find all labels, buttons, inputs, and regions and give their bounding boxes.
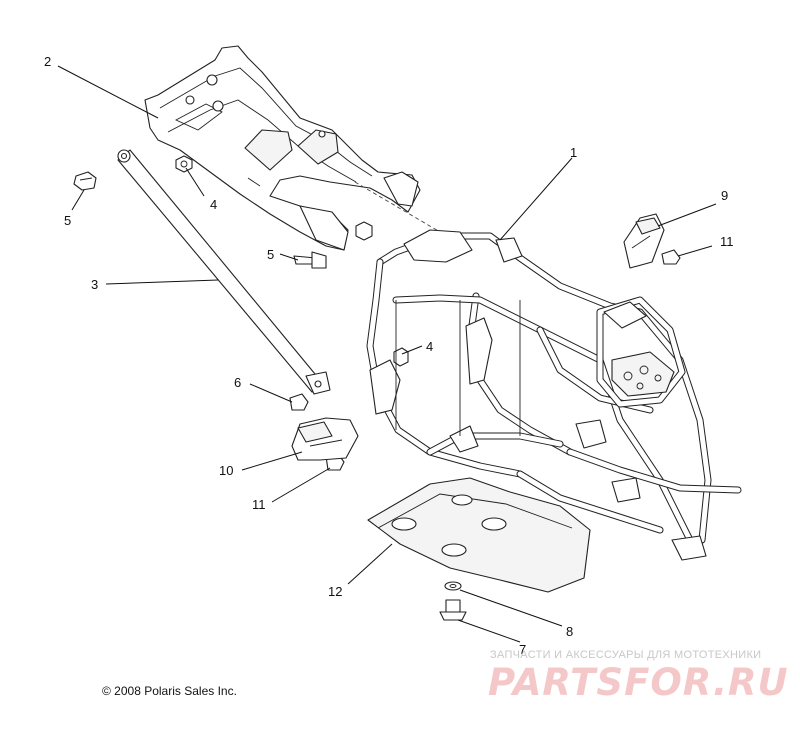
callout-labels: 1 2 3 4 4 5 5 6 7 8 9 10 11 11 12	[44, 54, 734, 657]
nut-4-top	[175, 155, 193, 173]
callout-9: 9	[721, 188, 728, 203]
callout-8: 8	[566, 624, 573, 639]
callout-4-frame: 4	[426, 339, 433, 354]
callout-2: 2	[44, 54, 51, 69]
watermark-tagline: ЗАПЧАСТИ И АКСЕССУАРЫ ДЛЯ МОТОТЕХНИКИ	[490, 649, 762, 661]
leader-11b	[271, 467, 331, 503]
callout-3: 3	[91, 277, 98, 292]
copyright-text: © 2008 Polaris Sales Inc.	[102, 684, 237, 698]
pin-7	[439, 599, 467, 621]
callout-10: 10	[219, 463, 233, 478]
washer-8	[444, 581, 462, 591]
callout-12: 12	[328, 584, 342, 599]
callout-5-center: 5	[267, 247, 274, 262]
leader-9	[657, 203, 717, 227]
leader-1	[499, 157, 573, 241]
footrest-bracket-9	[623, 213, 665, 269]
leader-4a	[185, 167, 205, 197]
callout-11-right: 11	[720, 234, 734, 249]
leader-7	[457, 619, 521, 643]
rear-subframe-part	[144, 45, 441, 251]
leader-3	[105, 279, 219, 285]
callout-1: 1	[570, 145, 577, 160]
bolt-5-center	[293, 251, 327, 269]
leader-2	[57, 65, 159, 119]
leader-10	[241, 451, 303, 471]
callout-4-top: 4	[210, 197, 217, 212]
skid-plate-12	[367, 477, 591, 593]
main-frame-1	[366, 229, 742, 561]
leader-5a	[71, 189, 85, 211]
watermark-logo: PARTSFOR.RU	[488, 661, 789, 704]
leader-12	[347, 543, 393, 585]
callout-6: 6	[234, 375, 241, 390]
leader-lines	[57, 65, 717, 643]
callout-5-left: 5	[64, 213, 71, 228]
nut-4-right	[355, 221, 373, 241]
footrest-bracket-10	[291, 417, 359, 461]
tie-rod-part	[117, 149, 331, 395]
leader-4b	[401, 345, 423, 355]
bolt-11-right	[661, 249, 681, 265]
leader-11a	[677, 245, 713, 257]
callout-11-left: 11	[252, 497, 266, 512]
callout-7: 7	[519, 642, 526, 657]
leader-5b	[279, 253, 299, 261]
bolt-6	[289, 393, 309, 411]
leader-8	[459, 589, 563, 627]
bolt-5-left	[73, 171, 97, 191]
leader-6	[249, 383, 293, 403]
